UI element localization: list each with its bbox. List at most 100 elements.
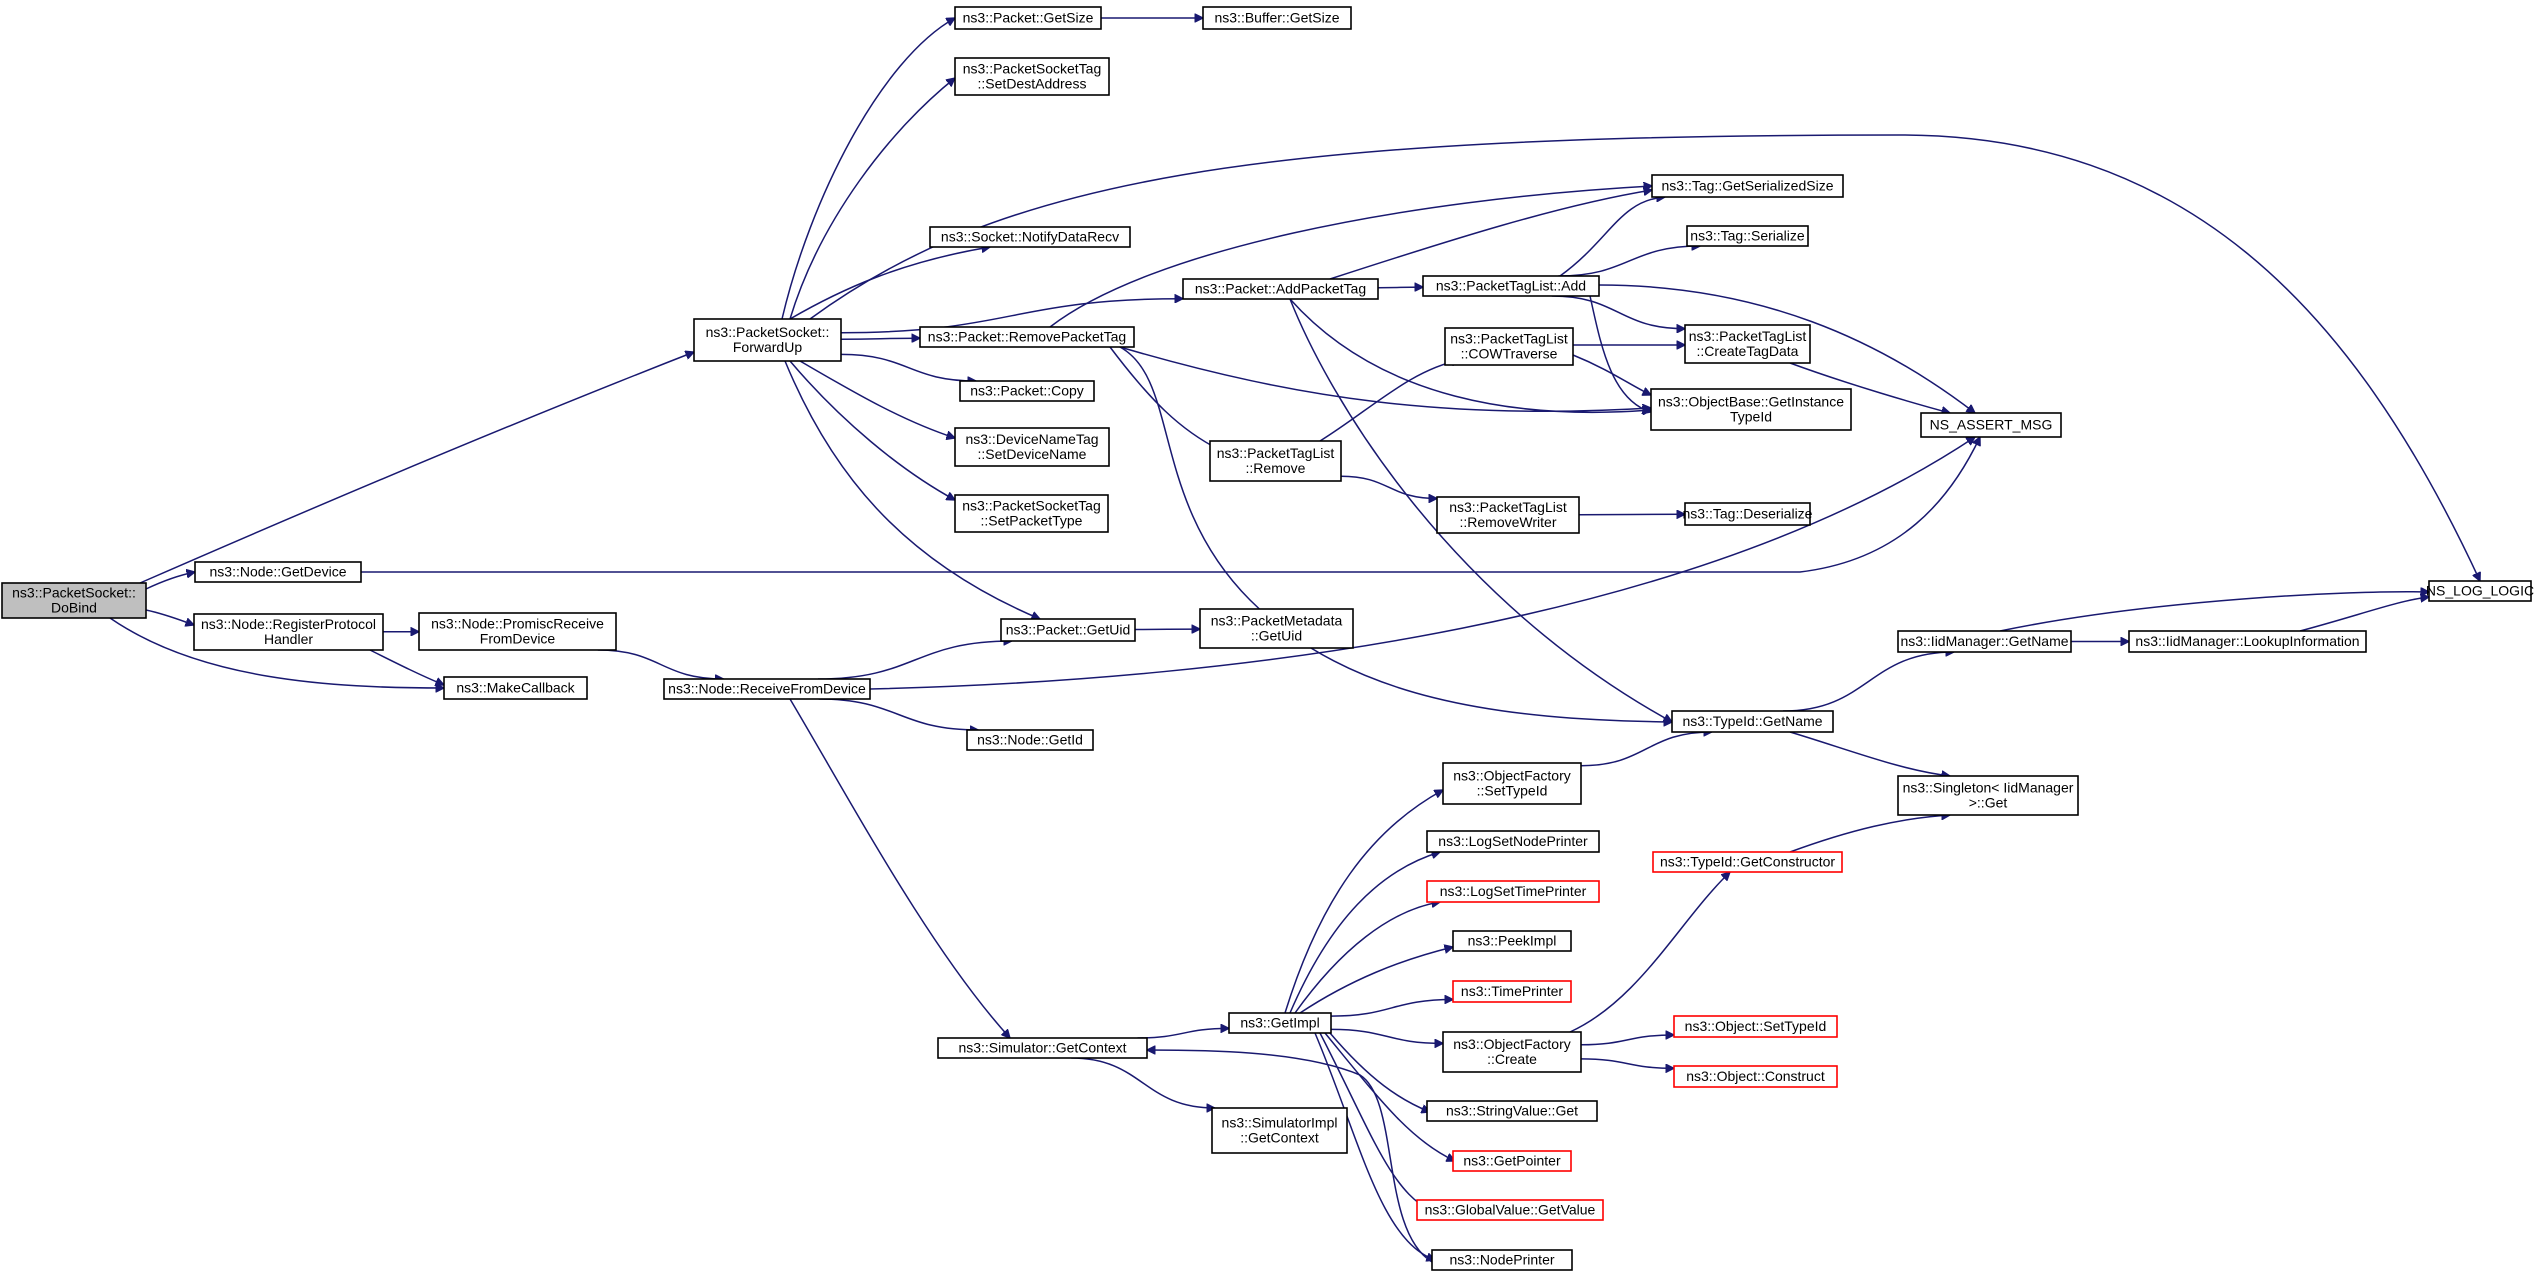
node-box[interactable] xyxy=(1897,775,2079,816)
node-typeid_getname[interactable]: ns3::TypeId::GetName xyxy=(1671,710,1834,733)
node-getimpl[interactable]: ns3::GetImpl xyxy=(1228,1012,1332,1034)
node-box[interactable] xyxy=(1684,502,1811,526)
node-box[interactable] xyxy=(1426,1100,1598,1122)
node-box[interactable] xyxy=(1686,225,1809,247)
node-setdest[interactable]: ns3::PacketSocketTag::SetDestAddress xyxy=(954,57,1110,96)
node-typeid_getctor[interactable]: ns3::TypeId::GetConstructor xyxy=(1652,851,1843,873)
node-box[interactable] xyxy=(1651,174,1844,198)
node-node_getid[interactable]: ns3::Node::GetId xyxy=(966,729,1094,751)
node-box[interactable] xyxy=(937,1037,1148,1059)
node-ptl_remove[interactable]: ns3::PacketTagList::Remove xyxy=(1209,440,1342,482)
node-box[interactable] xyxy=(2128,630,2367,653)
node-box[interactable] xyxy=(1452,930,1572,952)
node-iid_lookup[interactable]: ns3::IidManager::LookupInformation xyxy=(2128,630,2367,653)
node-box[interactable] xyxy=(1199,608,1354,649)
node-box[interactable] xyxy=(1444,327,1574,366)
node-box[interactable] xyxy=(954,6,1102,30)
node-objfac_create[interactable]: ns3::ObjectFactory::Create xyxy=(1442,1031,1582,1073)
node-forwardup[interactable]: ns3::PacketSocket::ForwardUp xyxy=(693,318,842,362)
node-box[interactable] xyxy=(418,612,617,651)
node-strval_get[interactable]: ns3::StringValue::Get xyxy=(1426,1100,1598,1122)
node-box[interactable] xyxy=(1228,1012,1332,1034)
node-box[interactable] xyxy=(1442,1031,1582,1073)
node-box[interactable] xyxy=(966,729,1094,751)
node-box[interactable] xyxy=(693,318,842,362)
node-timeprinter[interactable]: ns3::TimePrinter xyxy=(1452,980,1572,1003)
node-box[interactable] xyxy=(954,427,1110,467)
node-assert_msg[interactable]: NS_ASSERT_MSG xyxy=(1920,412,2062,438)
node-pkt_copy[interactable]: ns3::Packet::Copy xyxy=(959,380,1095,402)
node-setdevname[interactable]: ns3::DeviceNameTag::SetDeviceName xyxy=(954,427,1110,467)
node-removetag[interactable]: ns3::Packet::RemovePacketTag xyxy=(919,326,1135,348)
node-recvfromdev[interactable]: ns3::Node::ReceiveFromDevice xyxy=(663,678,871,700)
node-box[interactable] xyxy=(959,380,1095,402)
node-box[interactable] xyxy=(1436,496,1580,534)
node-box[interactable] xyxy=(1426,880,1600,903)
node-box[interactable] xyxy=(1652,851,1843,873)
node-log_logic[interactable]: NS_LOG_LOGIC xyxy=(2426,580,2534,602)
node-getcontext[interactable]: ns3::Simulator::GetContext xyxy=(937,1037,1148,1059)
node-gv_getvalue[interactable]: ns3::GlobalValue::GetValue xyxy=(1416,1199,1604,1221)
node-addtag[interactable]: ns3::Packet::AddPacketTag xyxy=(1182,278,1379,300)
node-box[interactable] xyxy=(1650,388,1852,431)
node-pkt_getsize[interactable]: ns3::Packet::GetSize xyxy=(954,6,1102,30)
node-makecallback[interactable]: ns3::MakeCallback xyxy=(443,676,588,700)
node-box[interactable] xyxy=(1182,278,1379,300)
node-box[interactable] xyxy=(1920,412,2062,438)
node-buf_getsize[interactable]: ns3::Buffer::GetSize xyxy=(1202,6,1352,30)
node-box[interactable] xyxy=(1671,710,1834,733)
node-box[interactable] xyxy=(1211,1107,1348,1154)
node-box[interactable] xyxy=(1422,275,1600,297)
node-tag_deser[interactable]: ns3::Tag::Deserialize xyxy=(1683,502,1813,526)
node-box[interactable] xyxy=(1452,1150,1572,1172)
node-obj_construct[interactable]: ns3::Object::Construct xyxy=(1673,1065,1838,1088)
node-simimpl_ctx[interactable]: ns3::SimulatorImpl::GetContext xyxy=(1211,1107,1348,1154)
node-box[interactable] xyxy=(1673,1015,1838,1038)
node-ptl_add[interactable]: ns3::PacketTagList::Add xyxy=(1422,275,1600,297)
node-obj_settid[interactable]: ns3::Object::SetTypeId xyxy=(1673,1015,1838,1038)
node-box[interactable] xyxy=(1426,830,1600,853)
node-box[interactable] xyxy=(194,561,362,583)
node-logsetnode[interactable]: ns3::LogSetNodePrinter xyxy=(1426,830,1600,853)
node-box[interactable] xyxy=(1673,1065,1838,1088)
node-getdevice[interactable]: ns3::Node::GetDevice xyxy=(194,561,362,583)
node-box[interactable] xyxy=(1209,440,1342,482)
node-box[interactable] xyxy=(1416,1199,1604,1221)
node-meta_getuid[interactable]: ns3::PacketMetadata::GetUid xyxy=(1199,608,1354,649)
node-box[interactable] xyxy=(1684,324,1811,364)
node-box[interactable] xyxy=(1452,980,1572,1003)
node-logsettime[interactable]: ns3::LogSetTimePrinter xyxy=(1426,880,1600,903)
node-box[interactable] xyxy=(663,678,871,700)
node-box[interactable] xyxy=(954,494,1109,533)
node-tag_serialsize[interactable]: ns3::Tag::GetSerializedSize xyxy=(1651,174,1844,198)
node-ptl_createtag[interactable]: ns3::PacketTagList::CreateTagData xyxy=(1684,324,1811,364)
node-notifyrecv[interactable]: ns3::Socket::NotifyDataRecv xyxy=(929,226,1131,248)
node-objfac_settid[interactable]: ns3::ObjectFactory::SetTypeId xyxy=(1442,762,1582,805)
node-box[interactable] xyxy=(1,582,147,619)
node-getpointer[interactable]: ns3::GetPointer xyxy=(1452,1150,1572,1172)
node-peekimpl[interactable]: ns3::PeekImpl xyxy=(1452,930,1572,952)
node-box[interactable] xyxy=(443,676,588,700)
node-box[interactable] xyxy=(1442,762,1582,805)
node-box[interactable] xyxy=(929,226,1131,248)
node-getuid[interactable]: ns3::Packet::GetUid xyxy=(1000,618,1136,642)
node-setpkttype[interactable]: ns3::PacketSocketTag::SetPacketType xyxy=(954,494,1109,533)
node-ptl_cow[interactable]: ns3::PacketTagList::COWTraverse xyxy=(1444,327,1574,366)
node-box[interactable] xyxy=(1000,618,1136,642)
node-nodeprinter[interactable]: ns3::NodePrinter xyxy=(1431,1249,1573,1271)
node-iid_getname[interactable]: ns3::IidManager::GetName xyxy=(1897,630,2072,653)
node-dobind[interactable]: ns3::PacketSocket::DoBind xyxy=(1,582,147,619)
node-box[interactable] xyxy=(193,613,384,651)
node-box[interactable] xyxy=(1431,1249,1573,1271)
node-ptl_removewriter[interactable]: ns3::PacketTagList::RemoveWriter xyxy=(1436,496,1580,534)
node-singleton_get[interactable]: ns3::Singleton< IidManager >::Get xyxy=(1897,775,2079,816)
node-box[interactable] xyxy=(954,57,1110,96)
node-box[interactable] xyxy=(1202,6,1352,30)
node-box[interactable] xyxy=(919,326,1135,348)
node-box[interactable] xyxy=(2428,580,2532,602)
node-box[interactable] xyxy=(1897,630,2072,653)
node-tag_serialize[interactable]: ns3::Tag::Serialize xyxy=(1686,225,1809,247)
